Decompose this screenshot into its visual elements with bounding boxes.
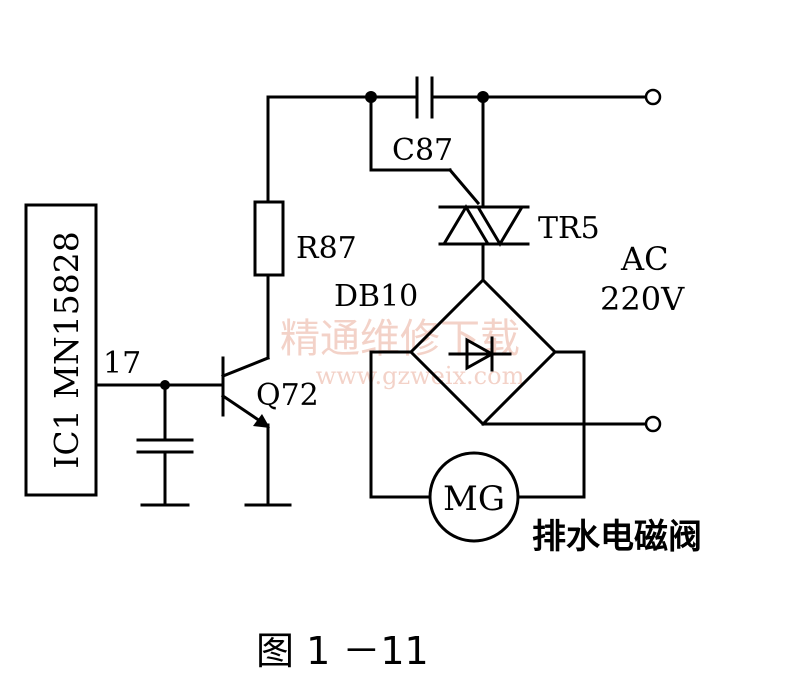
transistor-collector [221, 356, 270, 378]
triac-triangle-down [475, 205, 525, 247]
ic-label: IC1 MN15828 [47, 231, 86, 468]
transistor-emitter [220, 393, 266, 426]
valve-label: 排水电磁阀 [532, 517, 702, 557]
ac-terminal-top [644, 88, 662, 106]
figure-caption: 图 1 －11 [256, 629, 429, 673]
voltage-label: 220V [600, 280, 685, 318]
ic-box [24, 203, 98, 497]
ac-label: AC [620, 240, 669, 278]
motor-label: MG [443, 479, 505, 519]
watermark-url: www.gzweix.com [316, 362, 525, 390]
pin17-label: 17 [103, 346, 141, 381]
transistor-label: Q72 [256, 378, 319, 413]
capacitor-label: C87 [392, 133, 453, 168]
motor-circle [428, 451, 520, 543]
ac-terminal-bottom [644, 415, 662, 433]
gate-wire [447, 167, 481, 206]
emitter-arrow [253, 414, 270, 428]
bridge-label: DB10 [334, 279, 418, 314]
resistor-label: R87 [296, 231, 357, 266]
resistor-r87 [253, 200, 285, 277]
triac-label: TR5 [538, 211, 600, 246]
triac-triangle-up [441, 204, 491, 246]
